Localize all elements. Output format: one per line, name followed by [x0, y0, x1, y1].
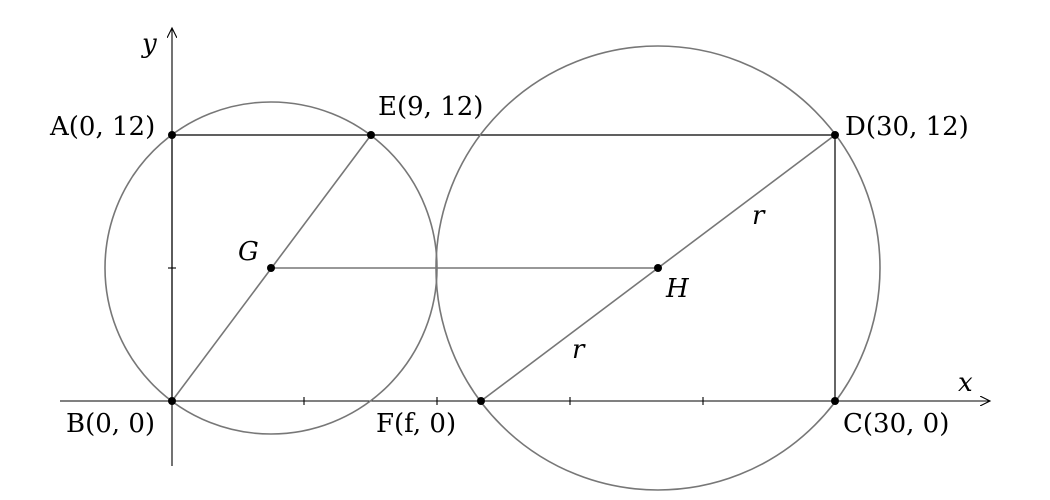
point-h — [654, 264, 662, 272]
point-g — [267, 264, 275, 272]
label-c: C(30, 0) — [843, 409, 949, 439]
radius-label-upper: r — [752, 201, 766, 231]
point-d — [831, 131, 839, 139]
x-axis-label: x — [958, 368, 973, 398]
point-b — [168, 397, 176, 405]
point-a — [168, 131, 176, 139]
label-e: E(9, 12) — [378, 92, 483, 122]
point-c — [831, 397, 839, 405]
label-a: A(0, 12) — [49, 112, 155, 142]
y-axis-label: y — [141, 29, 157, 59]
point-f — [477, 397, 485, 405]
label-g: G — [238, 237, 259, 267]
radius-label-lower: r — [572, 335, 586, 365]
label-f: F(f, 0) — [376, 409, 456, 439]
x-axis-ticks — [303, 397, 704, 405]
point-e — [367, 131, 375, 139]
rectangle-abcd — [171, 134, 836, 401]
label-d: D(30, 12) — [845, 112, 969, 142]
label-h: H — [665, 274, 690, 304]
label-b: B(0, 0) — [66, 409, 155, 439]
